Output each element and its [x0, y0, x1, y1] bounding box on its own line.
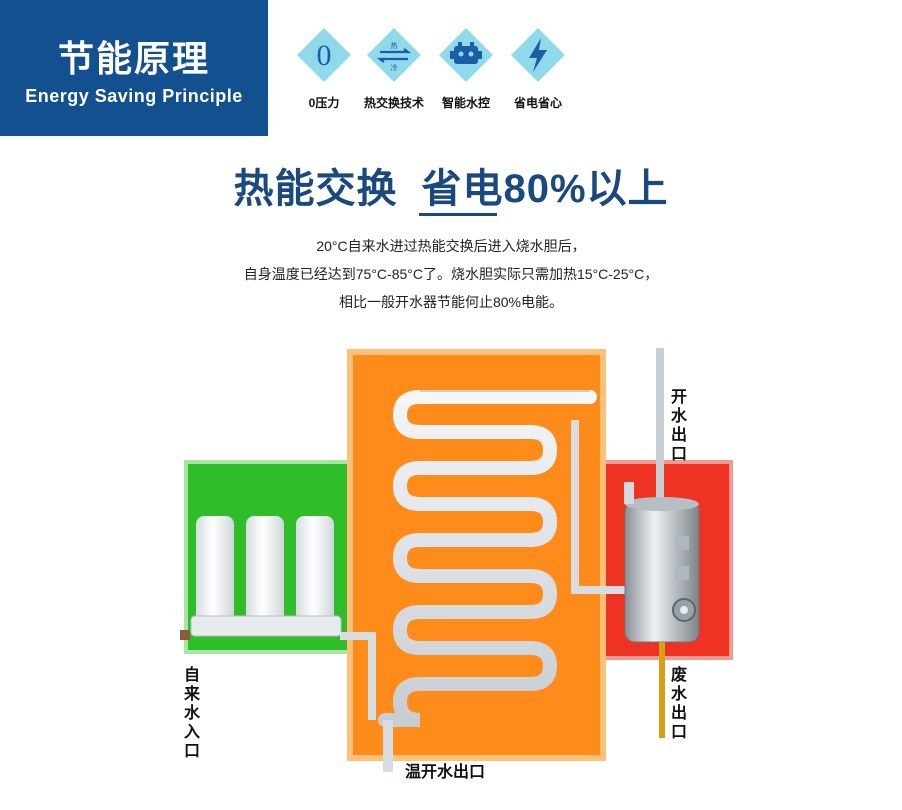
description: 20°C自来水进过热能交换后进入烧水胆后， 自身温度已经达到75°C-85°C了…: [0, 232, 902, 316]
filter-cartridges: [180, 516, 342, 640]
title-block: 节能原理 Energy Saving Principle: [0, 0, 268, 136]
description-line: 20°C自来水进过热能交换后进入烧水胆后，: [316, 238, 586, 254]
headline-part2: 省电80%以上: [421, 167, 669, 211]
headline-part1: 热能交换: [233, 167, 398, 211]
tap-inlet-label: 自来水入口: [183, 667, 200, 760]
feature-smart-control: 智能水控: [428, 26, 504, 116]
smart-control-icon: [439, 28, 493, 82]
warm-outlet-label: 温开水出口: [405, 764, 486, 781]
feature-list: 0 0压力 热 冷 热交换技术: [286, 26, 576, 116]
feature-label: 智能水控: [441, 96, 490, 110]
diagram-graphic: [180, 348, 733, 772]
zero-pressure-icon: 0: [297, 28, 351, 82]
headline: 热能交换省电80%以上: [0, 156, 902, 214]
feature-label: 热交换技术: [363, 96, 424, 110]
description-line: 相比一般开水器节能何止80%电能。: [338, 294, 564, 310]
cold-label: 冷: [391, 63, 398, 72]
lightning-icon: [511, 28, 565, 82]
heat-exchange-icon: 热 冷: [367, 28, 421, 82]
page-title: 节能原理: [57, 38, 210, 79]
exchange-coil: [378, 390, 597, 727]
feature-heat-exchange: 热 冷 热交换技术: [356, 26, 432, 116]
zero-glyph: 0: [317, 39, 332, 72]
hot-label: 热: [391, 41, 398, 50]
energy-diagram: 开水出口 自来水入口 废水出口 温开水出口: [0, 340, 902, 805]
feature-power-saving: 省电省心: [500, 26, 576, 116]
boiling-outlet-label: 开水出口: [670, 389, 687, 463]
headline-underline: [419, 213, 497, 216]
description-line: 自身温度已经达到75°C-85°C了。烧水胆实际只需加热15°C-25°C，: [243, 266, 659, 282]
feature-label: 0压力: [308, 96, 340, 110]
feature-zero-pressure: 0 0压力: [286, 26, 362, 116]
waste-outlet-label: 废水出口: [670, 667, 687, 741]
boiler-tank: [624, 482, 700, 643]
feature-label: 省电省心: [513, 96, 562, 110]
heat-exchanger: [347, 349, 606, 761]
page-subtitle: Energy Saving Principle: [25, 86, 243, 106]
